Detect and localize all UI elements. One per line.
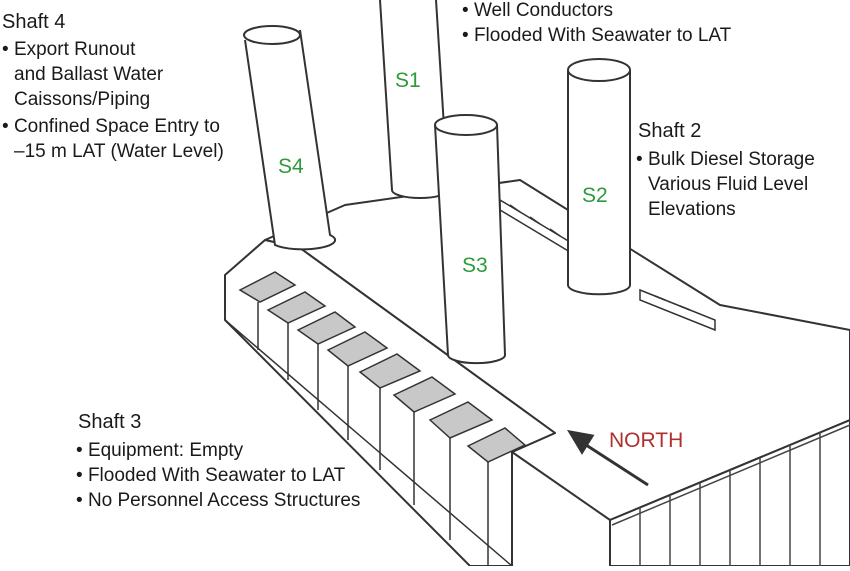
shaft-4-bullet-2-line-1: Confined Space Entry to bbox=[2, 114, 220, 139]
shaft-s4-cylinder bbox=[243, 25, 337, 251]
shaft-3-bullet-1: Equipment: Empty bbox=[76, 438, 243, 463]
ballast-compartments bbox=[224, 271, 527, 567]
shaft-4-bullet-2-line-2: –15 m LAT (Water Level) bbox=[14, 141, 224, 162]
shaft-4-bullet-1-line-2: and Ballast Water bbox=[14, 64, 164, 85]
shaft-s3-cylinder bbox=[434, 114, 507, 365]
shaft-3-title: Shaft 3 bbox=[78, 411, 142, 433]
shaft-label-s3: S3 bbox=[462, 254, 488, 277]
shaft-label-s4: S4 bbox=[278, 155, 304, 178]
shaft-1-bullet-1: Well Conductors bbox=[462, 0, 613, 23]
shaft-2-bullet-line-2: Various Fluid Level bbox=[648, 174, 809, 195]
shaft-4-bullet-1-line-1: Export Runout bbox=[2, 37, 135, 62]
shaft-2-title: Shaft 2 bbox=[638, 120, 702, 142]
shaft-3-bullet-2: Flooded With Seawater to LAT bbox=[76, 463, 345, 488]
north-label: NORTH bbox=[609, 429, 683, 452]
right-face-panels bbox=[611, 424, 850, 566]
shaft-4-bullet-1-line-3: Caissons/Piping bbox=[14, 89, 151, 110]
shaft-label-s2: S2 bbox=[582, 184, 608, 207]
shaft-3-bullet-3: No Personnel Access Structures bbox=[76, 488, 360, 513]
shaft-2-bullet-line-1: Bulk Diesel Storage bbox=[636, 147, 815, 172]
shaft-4-title: Shaft 4 bbox=[2, 11, 66, 33]
shaft-s2-cylinder bbox=[567, 58, 631, 296]
north-arrow bbox=[567, 429, 649, 487]
shaft-1-bullet-2: Flooded With Seawater to LAT bbox=[462, 23, 731, 48]
shaft-label-s1: S1 bbox=[395, 69, 421, 92]
shaft-2-bullet-line-3: Elevations bbox=[648, 199, 736, 220]
